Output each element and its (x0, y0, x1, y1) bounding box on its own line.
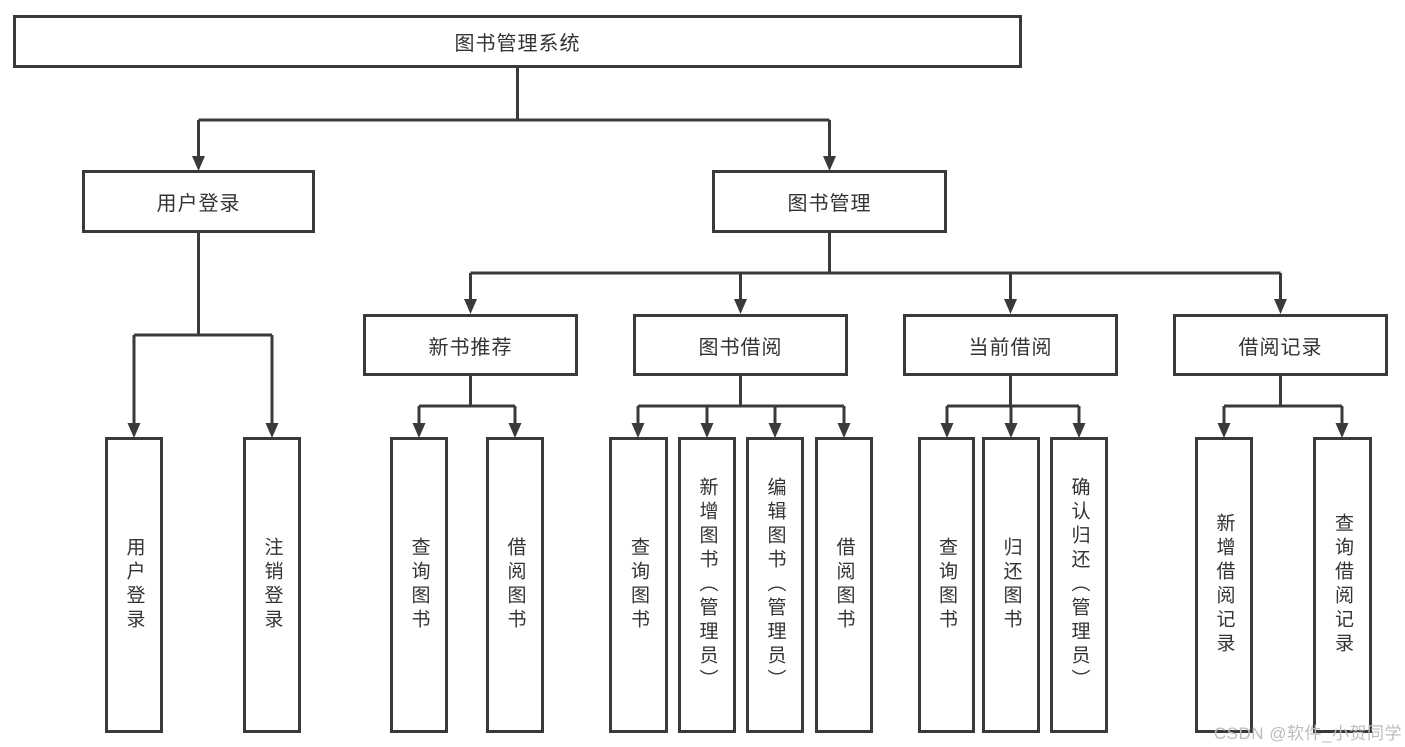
node-edit-book-admin-label: 编辑图书（管理员） (764, 477, 786, 693)
node-recommend-borrow-book-label: 借阅图书 (504, 537, 526, 633)
node-book-management: 图书管理 (712, 170, 947, 233)
connector-current-borrow (940, 376, 1086, 438)
node-root: 图书管理系统 (13, 15, 1022, 68)
node-current-query-book: 查询图书 (918, 437, 975, 733)
node-book-borrow-label: 图书借阅 (698, 336, 783, 359)
node-return-book-label: 归还图书 (1000, 537, 1022, 633)
csdn-watermark: CSDN @软件_小贺同学 (1213, 724, 1402, 743)
node-logout-action: 注销登录 (243, 437, 301, 733)
node-book-borrow: 图书借阅 (633, 314, 848, 376)
node-root-label: 图书管理系统 (454, 33, 581, 55)
node-query-borrow-record: 查询借阅记录 (1313, 437, 1372, 733)
node-add-borrow-record: 新增借阅记录 (1195, 437, 1253, 733)
node-recommend-query-book-label: 查询图书 (408, 537, 430, 633)
node-user-login: 用户登录 (82, 170, 315, 233)
node-current-borrow: 当前借阅 (903, 314, 1118, 376)
connector-root (192, 67, 836, 171)
node-confirm-return-admin: 确认归还（管理员） (1050, 437, 1108, 733)
connector-user-login (127, 233, 279, 438)
node-user-login-action: 用户登录 (105, 437, 163, 733)
node-add-borrow-record-label: 新增借阅记录 (1213, 513, 1235, 657)
node-borrow-query-book-label: 查询图书 (628, 537, 649, 633)
node-query-borrow-record-label: 查询借阅记录 (1332, 513, 1353, 657)
node-recommend-borrow-book: 借阅图书 (486, 437, 544, 733)
node-current-borrow-label: 当前借阅 (968, 336, 1053, 359)
connector-book-management (464, 233, 1287, 314)
node-new-book-recommend: 新书推荐 (363, 314, 578, 376)
node-return-book: 归还图书 (982, 437, 1040, 733)
connector-new-book-recommend (412, 376, 522, 438)
node-add-book-admin-label: 新增图书（管理员） (696, 477, 718, 693)
node-user-login-label: 用户登录 (156, 193, 241, 215)
node-edit-book-admin: 编辑图书（管理员） (746, 437, 804, 733)
connector-book-borrow (631, 376, 851, 438)
node-borrow-records: 借阅记录 (1173, 314, 1388, 376)
node-borrow-book-action-label: 借阅图书 (833, 537, 855, 633)
node-book-management-label: 图书管理 (787, 193, 872, 215)
node-borrow-book-action: 借阅图书 (815, 437, 873, 733)
node-user-login-action-label: 用户登录 (123, 537, 145, 633)
node-confirm-return-admin-label: 确认归还（管理员） (1068, 477, 1090, 693)
node-new-book-recommend-label: 新书推荐 (428, 336, 513, 359)
node-borrow-records-label: 借阅记录 (1238, 336, 1323, 359)
node-borrow-query-book: 查询图书 (609, 437, 668, 733)
connector-borrow-records (1217, 376, 1349, 438)
node-current-query-book-label: 查询图书 (936, 537, 957, 633)
node-logout-action-label: 注销登录 (261, 537, 283, 633)
node-recommend-query-book: 查询图书 (390, 437, 448, 733)
node-add-book-admin: 新增图书（管理员） (678, 437, 736, 733)
